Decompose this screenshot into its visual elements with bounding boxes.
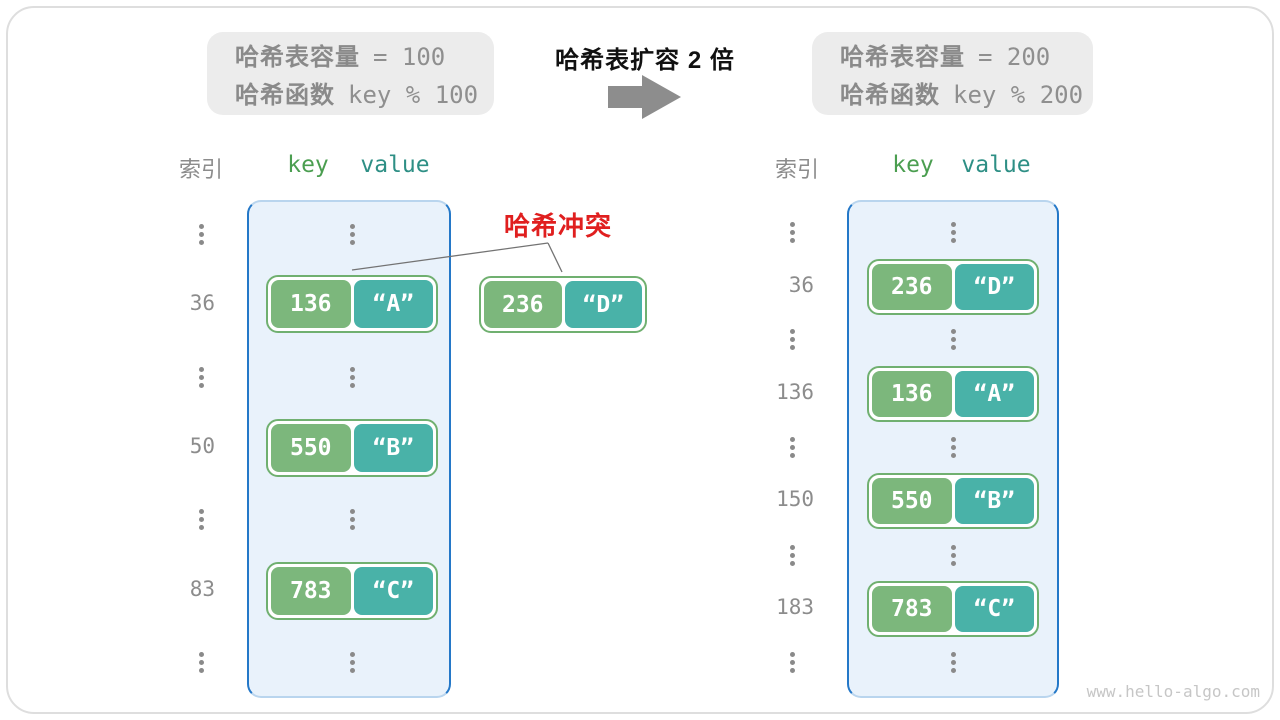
right-index-header: 索引	[774, 157, 819, 182]
hash-func-label: 哈希函数	[235, 82, 335, 109]
ellipsis-icon	[950, 222, 956, 243]
ellipsis-icon	[789, 545, 795, 566]
capacity-value: = 100	[373, 43, 446, 71]
hash-func-value: key % 200	[953, 81, 1084, 109]
pair-136-A: 136 “A”	[867, 366, 1039, 422]
pair-236-D-colliding: 236 “D”	[479, 276, 647, 333]
pair-value: “C”	[954, 586, 1034, 632]
pair-550-B: 550 “B”	[867, 473, 1039, 529]
ellipsis-icon	[198, 224, 204, 245]
pair-136-A: 136 “A”	[266, 275, 438, 333]
pair-key: 136	[872, 371, 952, 417]
pair-value: “B”	[353, 424, 433, 472]
pair-key: 783	[872, 586, 952, 632]
hash-func-value: key % 100	[348, 81, 479, 109]
left-value-header: value	[360, 152, 430, 178]
ellipsis-icon	[198, 367, 204, 388]
capacity-label: 哈希表容量	[840, 44, 965, 71]
left-index-36: 36	[189, 291, 215, 315]
pair-783-C: 783 “C”	[266, 562, 438, 620]
left-index-header: 索引	[178, 157, 223, 182]
pair-550-B: 550 “B”	[266, 419, 438, 477]
ellipsis-icon	[950, 329, 956, 350]
ellipsis-icon	[789, 329, 795, 350]
ellipsis-icon	[349, 367, 355, 388]
capacity-after-box: 哈希表容量 = 200 哈希函数 key % 200	[812, 32, 1093, 115]
ellipsis-icon	[198, 509, 204, 530]
capacity-value: = 200	[978, 43, 1051, 71]
capacity-before-box: 哈希表容量 = 100 哈希函数 key % 100	[207, 32, 494, 115]
pair-key: 236	[872, 264, 952, 310]
pair-value: “C”	[353, 567, 433, 615]
pair-value: “A”	[353, 280, 433, 328]
right-index-36: 36	[788, 273, 814, 297]
pair-key: 783	[271, 567, 351, 615]
ellipsis-icon	[349, 224, 355, 245]
ellipsis-icon	[789, 222, 795, 243]
ellipsis-icon	[789, 437, 795, 458]
ellipsis-icon	[950, 545, 956, 566]
left-key-header: key	[287, 152, 329, 178]
right-value-header: value	[961, 152, 1031, 178]
pair-value: “B”	[954, 478, 1034, 524]
expand-title: 哈希表扩容 2 倍	[555, 47, 735, 74]
right-index-183: 183	[776, 595, 814, 619]
collision-label: 哈希冲突	[503, 211, 612, 241]
ellipsis-icon	[349, 652, 355, 673]
ellipsis-icon	[349, 509, 355, 530]
hash-func-label: 哈希函数	[840, 82, 940, 109]
pair-value: “D”	[954, 264, 1034, 310]
pair-key: 550	[271, 424, 351, 472]
right-key-header: key	[892, 152, 934, 178]
left-index-50: 50	[189, 434, 215, 458]
ellipsis-icon	[789, 652, 795, 673]
pair-236-D: 236 “D”	[867, 259, 1039, 315]
watermark: www.hello-algo.com	[1086, 682, 1260, 701]
left-index-83: 83	[189, 577, 215, 601]
pair-key: 550	[872, 478, 952, 524]
ellipsis-icon	[950, 652, 956, 673]
right-index-136: 136	[776, 380, 814, 404]
pair-value: “D”	[564, 281, 642, 328]
ellipsis-icon	[198, 652, 204, 673]
pair-key: 236	[484, 281, 562, 328]
diagram-canvas: 哈希表容量 = 100 哈希函数 key % 100 哈希表扩容 2 倍 哈希表…	[6, 6, 1274, 714]
right-index-150: 150	[776, 487, 814, 511]
pair-key: 136	[271, 280, 351, 328]
ellipsis-icon	[950, 437, 956, 458]
pair-value: “A”	[954, 371, 1034, 417]
capacity-label: 哈希表容量	[235, 44, 360, 71]
pair-783-C: 783 “C”	[867, 581, 1039, 637]
